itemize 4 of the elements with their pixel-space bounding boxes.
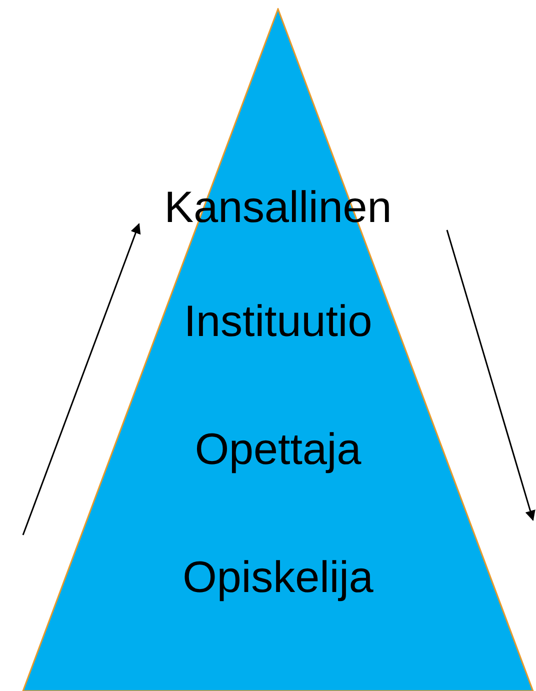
level-label: Opiskelija <box>182 553 374 603</box>
level-label: Instituutio <box>184 297 372 347</box>
level-label: Opettaja <box>194 425 362 475</box>
triangle-shape <box>22 8 534 691</box>
